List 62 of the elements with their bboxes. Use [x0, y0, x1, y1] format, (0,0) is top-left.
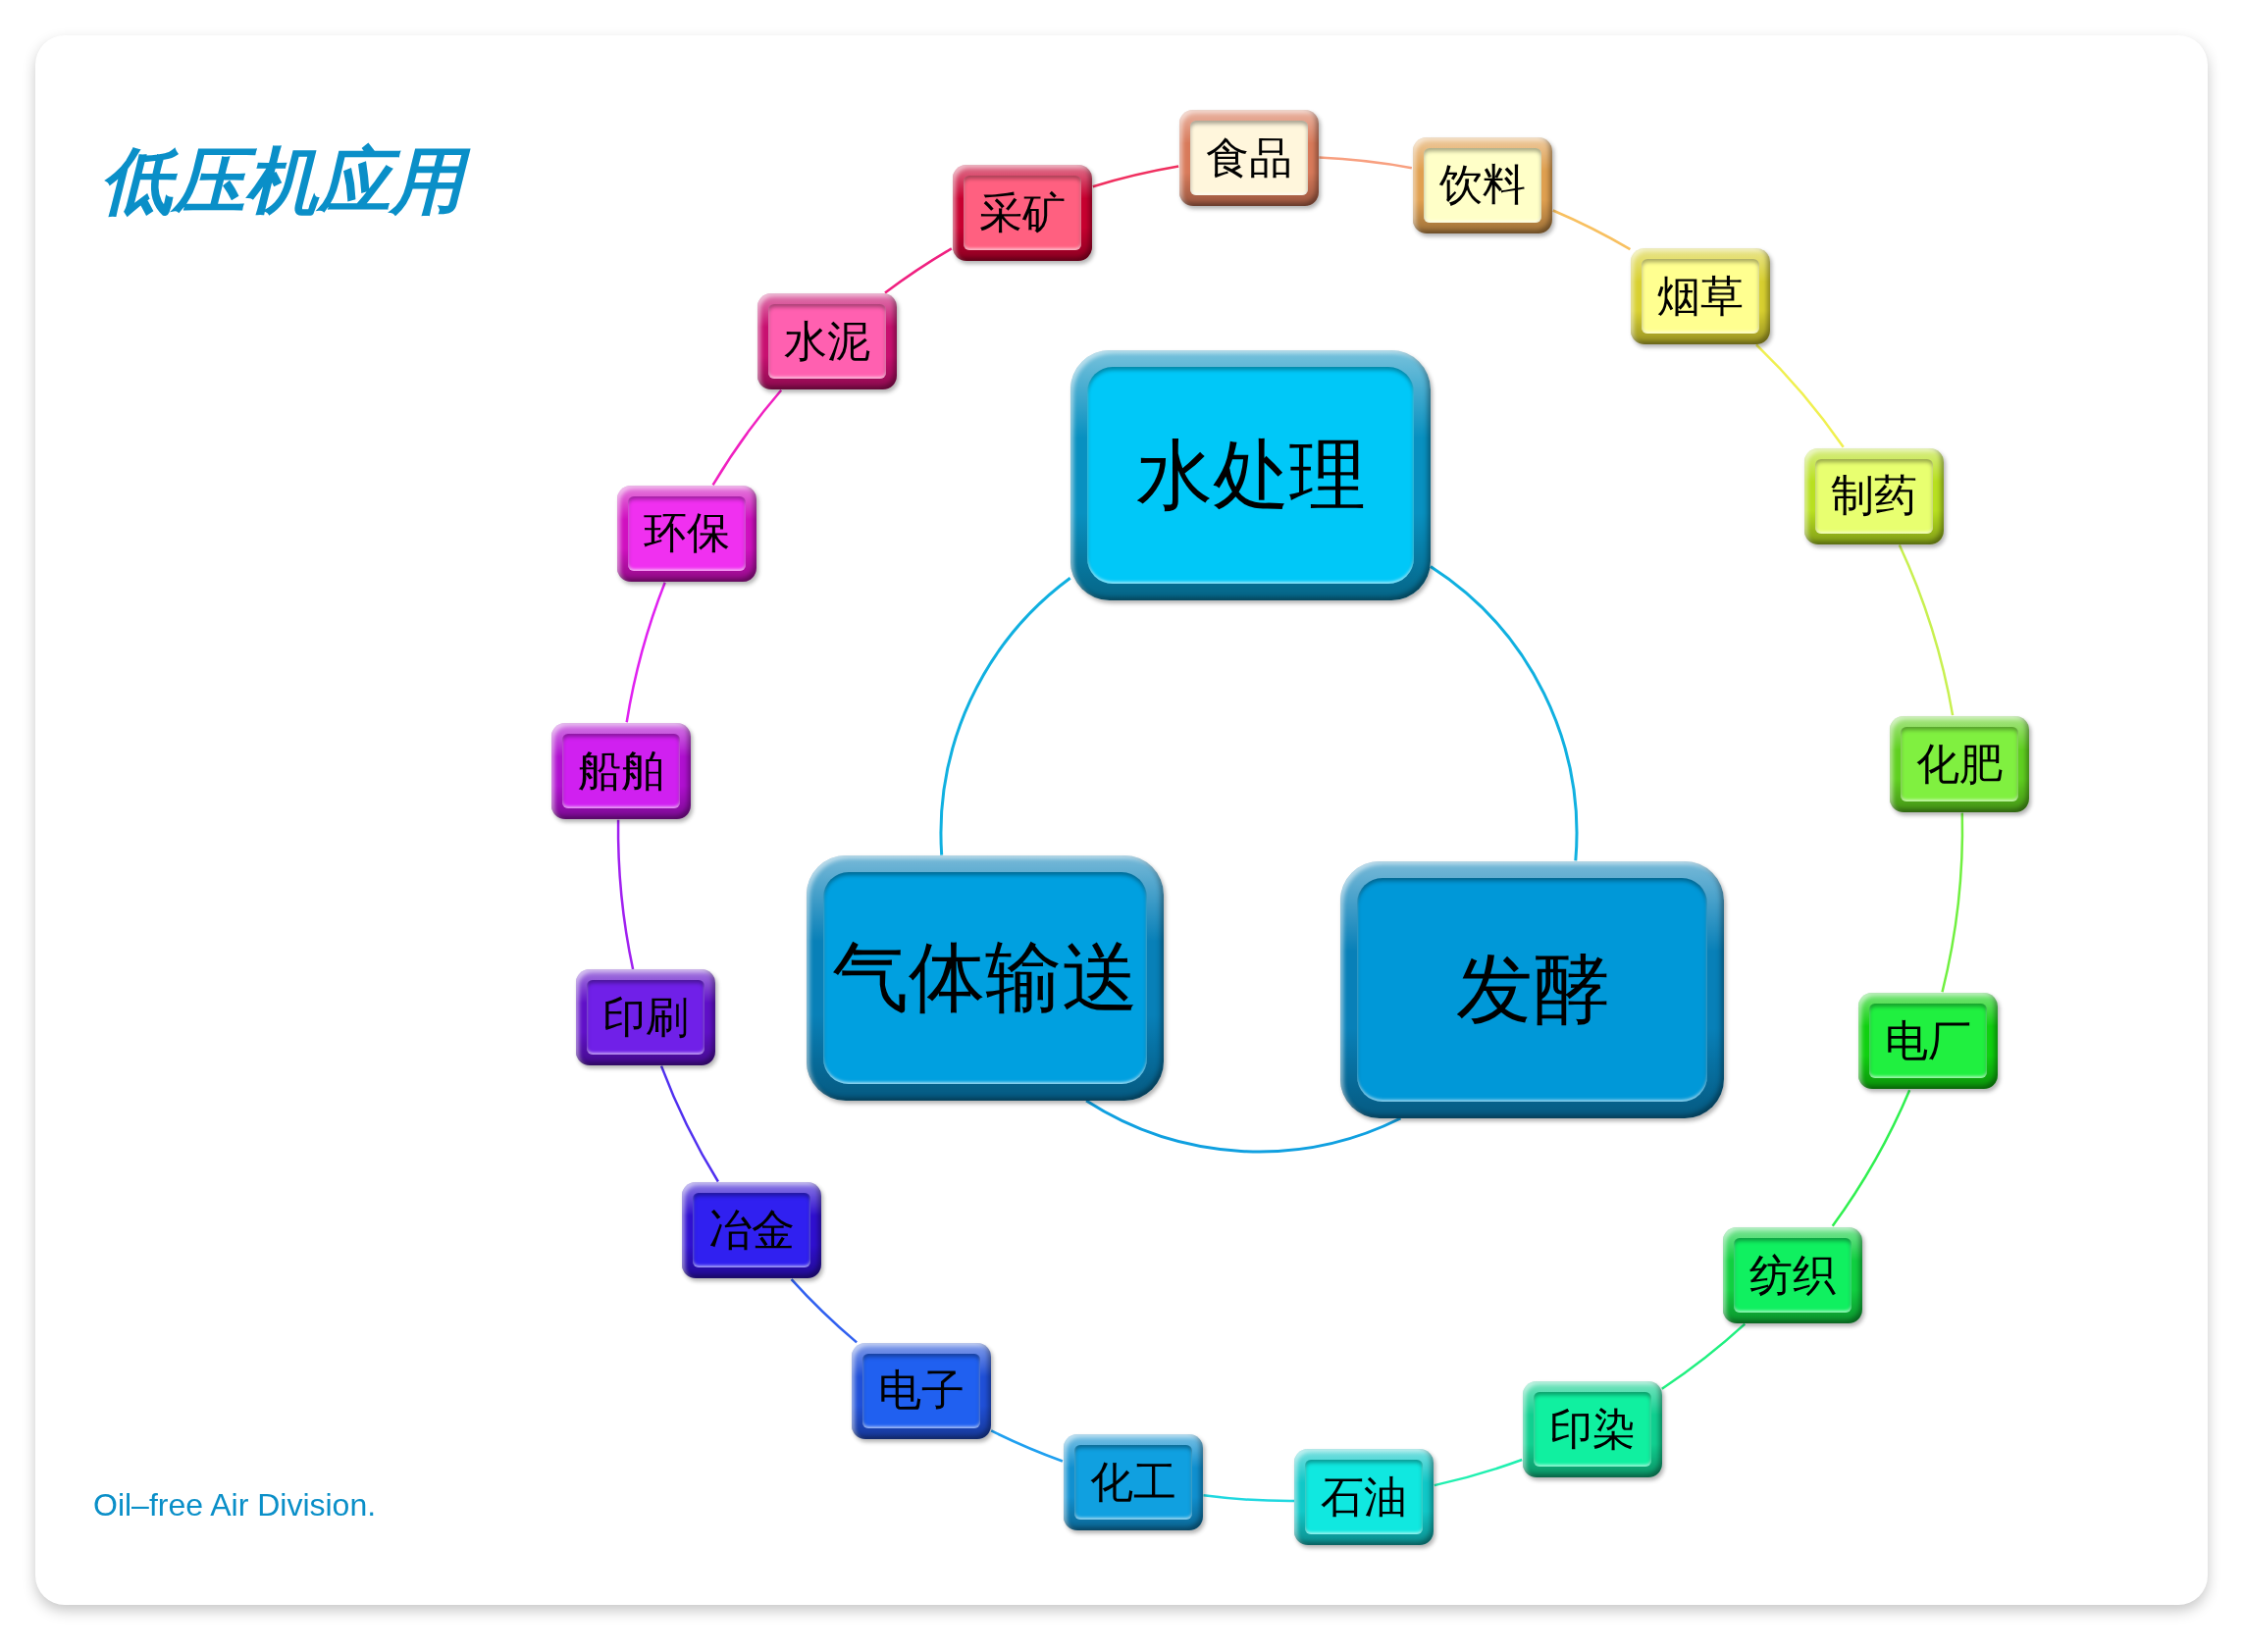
connector-line — [1898, 544, 1955, 716]
industry-box — [757, 293, 898, 390]
box-label: 气体输送 — [832, 936, 1138, 1020]
industry-box — [550, 723, 691, 820]
connector-line — [1092, 165, 1179, 188]
box-label: 船舶 — [577, 748, 664, 796]
industry-box — [851, 1342, 991, 1439]
footer-text: Oil–free Air Division. — [93, 1487, 377, 1523]
industry-box — [616, 485, 756, 582]
connector-line — [1085, 1099, 1401, 1153]
box-label: 化工 — [1090, 1458, 1177, 1507]
box-label: 食品 — [1206, 134, 1293, 182]
connector-line — [1661, 1322, 1747, 1390]
industry-box — [952, 164, 1092, 261]
industry-box — [1064, 1434, 1204, 1531]
industry-box — [1723, 1226, 1863, 1323]
box-label: 印染 — [1548, 1405, 1636, 1454]
box-label: 电厂 — [1884, 1017, 1971, 1065]
connector-line — [1755, 343, 1845, 448]
connector-line — [616, 819, 635, 970]
box-label: 饮料 — [1438, 161, 1526, 209]
industry-box — [1857, 993, 1998, 1090]
box-label: 纺织 — [1749, 1251, 1837, 1299]
box-label: 石油 — [1321, 1472, 1408, 1522]
connector-line — [790, 1278, 858, 1344]
connector-line — [711, 388, 783, 486]
connector-line — [1941, 812, 1964, 993]
box-label: 电子 — [877, 1367, 965, 1415]
industry-box — [1179, 110, 1320, 207]
industry-box — [575, 969, 715, 1066]
industry-box — [1412, 136, 1552, 233]
box-label: 环保 — [643, 509, 730, 557]
connector-line — [1552, 209, 1631, 251]
category-box — [1070, 350, 1431, 600]
box-label: 冶金 — [707, 1207, 795, 1255]
industry-box — [1630, 248, 1770, 345]
connector-line — [1319, 156, 1412, 170]
connector-line — [1430, 565, 1579, 861]
industry-box — [1522, 1380, 1662, 1477]
category-box — [1340, 861, 1724, 1118]
connector-line — [1434, 1458, 1523, 1487]
box-label: 化肥 — [1915, 741, 2003, 789]
box-label: 水处理 — [1135, 433, 1366, 518]
connector-line — [625, 582, 666, 723]
category-box — [807, 855, 1164, 1101]
connector-line — [990, 1429, 1064, 1463]
box-label: 制药 — [1831, 472, 1917, 520]
connector-line — [940, 577, 1071, 855]
industry-box — [1804, 447, 1944, 544]
connector-line — [659, 1065, 719, 1183]
connector-line — [884, 247, 953, 294]
industry-box — [1889, 716, 2029, 813]
industry-box — [1294, 1448, 1434, 1545]
industry-box — [681, 1182, 821, 1279]
page-title: 低压机应用 — [94, 129, 485, 232]
box-label: 发酵 — [1455, 948, 1609, 1032]
box-label: 烟草 — [1656, 273, 1744, 321]
connector-line — [1831, 1089, 1911, 1227]
box-label: 水泥 — [784, 317, 871, 366]
connector-line — [1203, 1494, 1295, 1503]
box-label: 印刷 — [601, 994, 689, 1042]
box-label: 采矿 — [978, 188, 1066, 236]
